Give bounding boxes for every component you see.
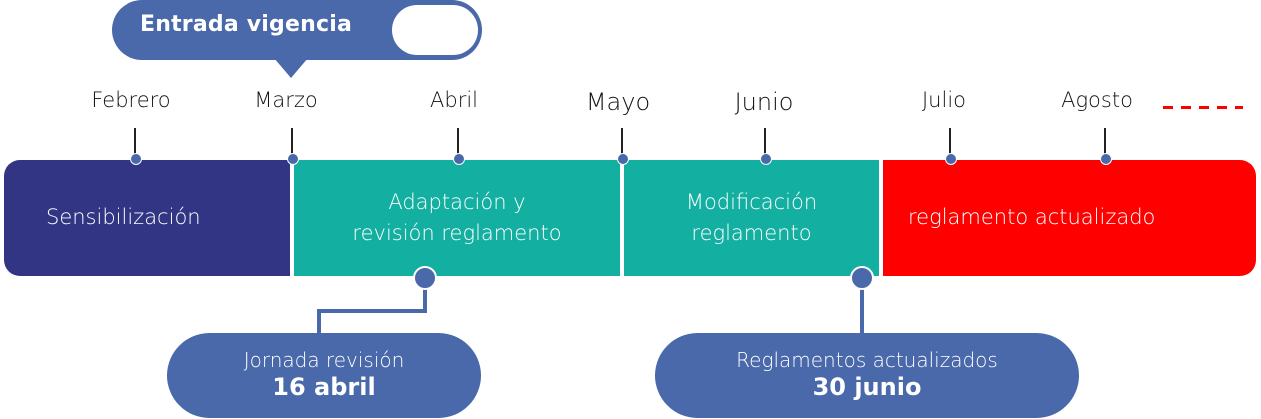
tick-dot-febrero — [130, 153, 142, 165]
month-label-agosto: Agosto — [1061, 88, 1133, 112]
tick-dot-julio — [945, 153, 957, 165]
continuation-dashes — [1163, 106, 1243, 109]
milestone-date: 30 junio — [812, 372, 922, 401]
milestone-date: 16 abril — [272, 372, 376, 401]
tick-dot-agosto — [1100, 153, 1112, 165]
milestone-title: Jornada revisión — [243, 347, 405, 372]
callout-pointer-arrow — [274, 58, 308, 78]
milestone-dot-16-abril — [413, 266, 437, 290]
phase-label-line1: Modificación — [685, 189, 818, 214]
tick-dot-junio — [760, 153, 772, 165]
phase-label: reglamento actualizado — [908, 205, 1156, 230]
tick-abril — [457, 128, 459, 154]
milestone-jornada-revision: Jornada revisión 16 abril — [167, 333, 481, 418]
tick-febrero — [134, 128, 136, 154]
phase-label-line2: reglamento — [691, 221, 812, 245]
tick-dot-abril — [453, 153, 465, 165]
callout-label: Entrada vigencia — [140, 12, 352, 37]
tick-marzo — [291, 128, 293, 154]
entrada-vigencia-callout: Entrada vigencia — [112, 0, 482, 60]
phase-label: Sensibilización — [46, 205, 201, 230]
tick-mayo — [621, 128, 623, 154]
phase-reglamento-actualizado: reglamento actualizado — [883, 160, 1256, 276]
month-label-julio: Julio — [921, 88, 967, 112]
milestone-dot-30-junio — [850, 266, 874, 290]
phase-sensibilizacion: Sensibilización — [4, 160, 290, 276]
month-label-junio: Junio — [734, 88, 794, 116]
tick-julio — [949, 128, 951, 154]
milestone-connector — [423, 288, 427, 313]
tick-agosto — [1104, 128, 1106, 154]
month-label-abril: Abril — [430, 88, 478, 112]
tick-dot-mayo — [617, 153, 629, 165]
tick-junio — [764, 128, 766, 154]
month-label-mayo: Mayo — [585, 88, 651, 116]
callout-toggle-shape — [392, 5, 478, 55]
milestone-connector — [317, 309, 427, 313]
tick-dot-marzo — [287, 153, 299, 165]
phase-modificacion: Modificación reglamento — [624, 160, 879, 276]
month-label-febrero: Febrero — [91, 88, 171, 112]
phase-label-line2: revisión reglamento — [352, 221, 562, 245]
milestone-connector — [317, 309, 321, 335]
month-label-marzo: Marzo — [254, 88, 318, 112]
milestone-connector — [860, 288, 864, 335]
milestone-title: Reglamentos actualizados — [736, 347, 998, 372]
phase-adaptacion: Adaptación y revisión reglamento — [294, 160, 620, 276]
milestone-reglamentos-actualizados: Reglamentos actualizados 30 junio — [655, 333, 1079, 418]
phase-label-line1: Adaptación y — [388, 189, 526, 214]
